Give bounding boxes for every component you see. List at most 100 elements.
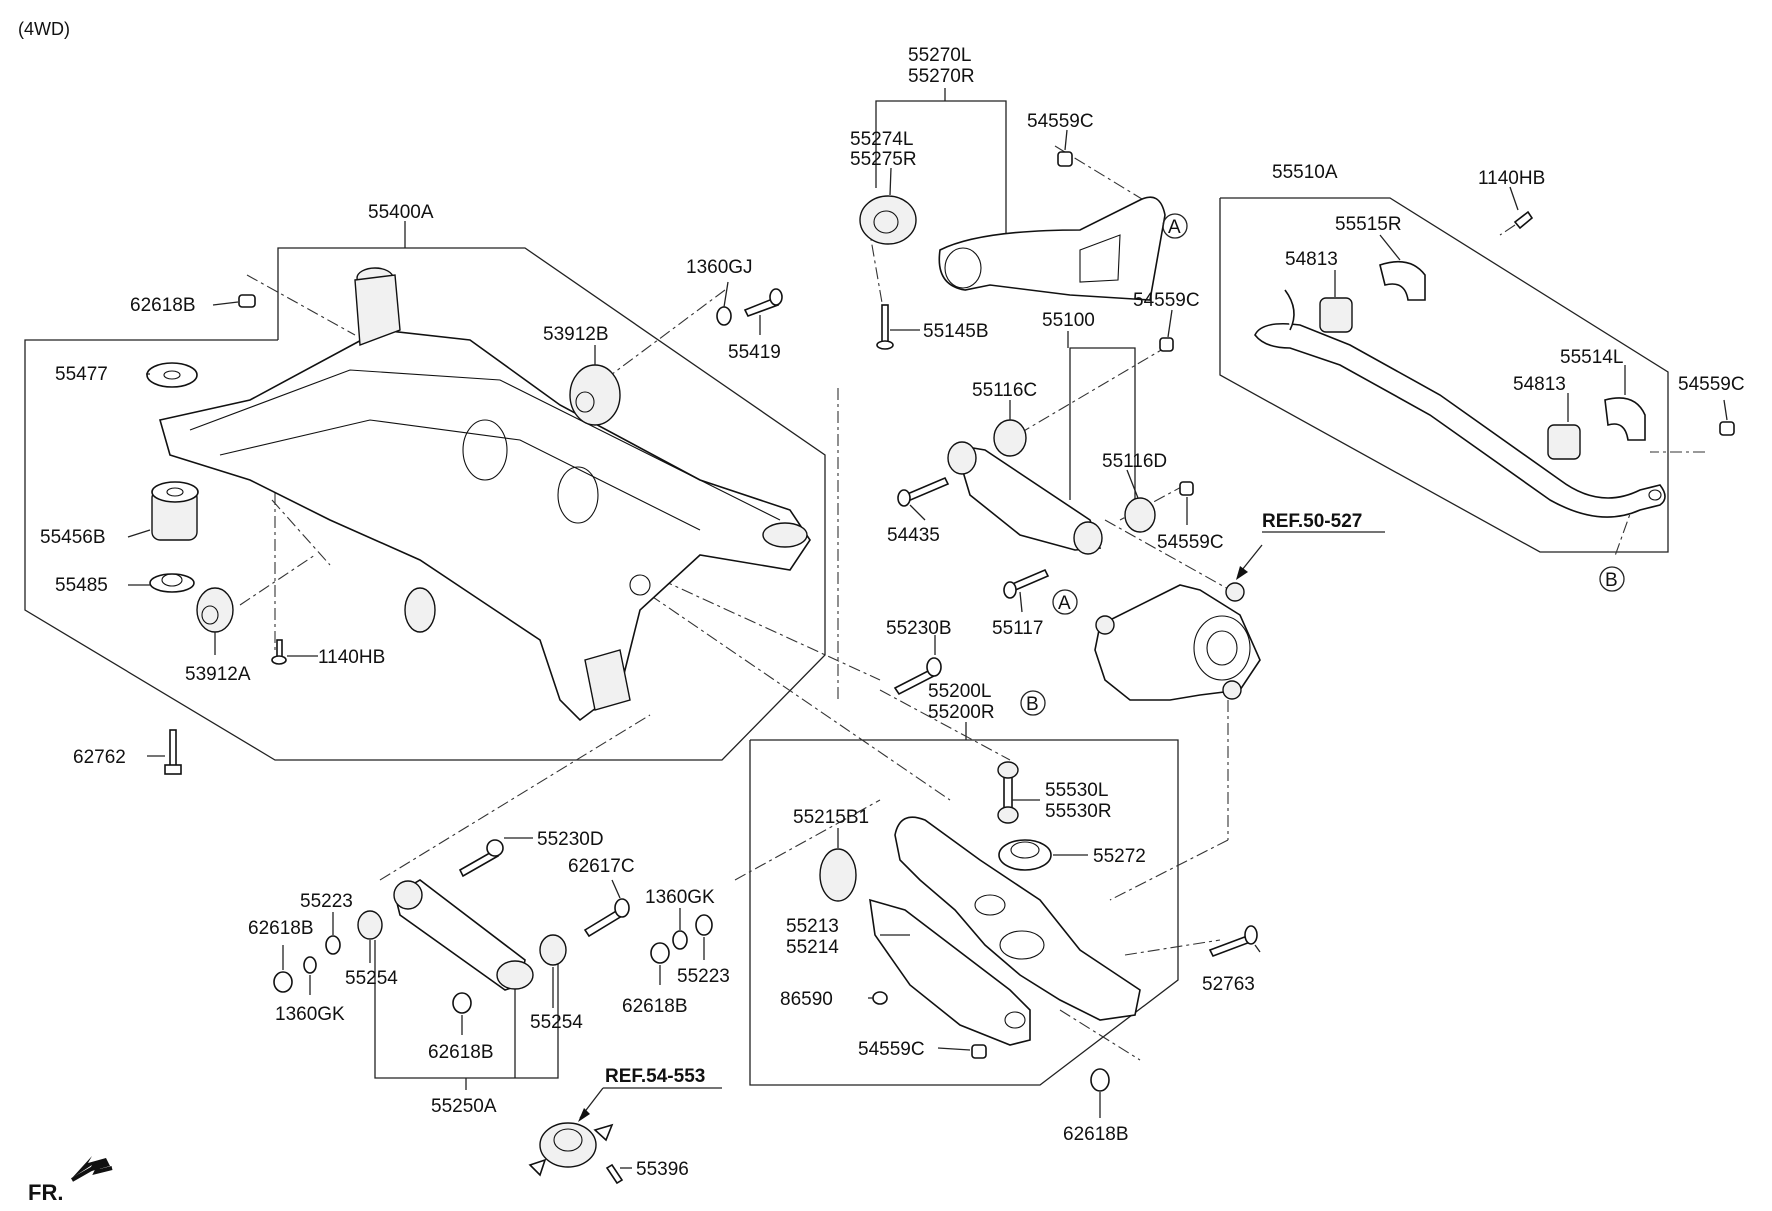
- bolt-55117[interactable]: [1003, 568, 1050, 599]
- bushing-53912a[interactable]: [196, 587, 234, 633]
- washer-55223-b[interactable]: [695, 914, 713, 936]
- spring-seat-55272[interactable]: [998, 839, 1052, 871]
- label-52763: 52763: [1202, 974, 1255, 995]
- label-62618b-mid: 62618B: [428, 1042, 494, 1063]
- assist-arm-55250a[interactable]: [393, 879, 534, 991]
- label-54559c-right: 54559C: [1678, 374, 1745, 395]
- lower-arm-group-frame: [749, 739, 1179, 1086]
- nut-62618b-left[interactable]: [273, 971, 293, 993]
- label-55270l: 55270L: [908, 45, 971, 66]
- bushing-55116c[interactable]: [993, 419, 1027, 457]
- callout-b-upper: B: [1020, 690, 1046, 716]
- bolt-62617c[interactable]: [583, 898, 630, 938]
- label-55400a: 55400A: [368, 202, 434, 223]
- nut-54559c-top[interactable]: [1057, 151, 1073, 167]
- label-55223-b: 55223: [677, 966, 730, 987]
- nut-62618b-bottom[interactable]: [1090, 1068, 1110, 1092]
- label-54435: 54435: [887, 525, 940, 546]
- nut-62618b-lower[interactable]: [650, 942, 670, 964]
- nut-54559c-low[interactable]: [971, 1044, 987, 1059]
- bolt-55396[interactable]: [605, 1163, 624, 1185]
- drive-variant-label: (4WD): [18, 19, 70, 39]
- label-54559c-top: 54559C: [1027, 111, 1094, 132]
- trailing-arm-55270[interactable]: [938, 196, 1166, 301]
- bushing-ref-arrowhead: [578, 1108, 590, 1122]
- bolt-52763[interactable]: [1208, 925, 1258, 958]
- bushing-54813-a[interactable]: [1319, 297, 1353, 333]
- knuckle-ref-arrowhead: [1236, 566, 1248, 580]
- nut-1360gj[interactable]: [716, 306, 732, 326]
- clip-86590[interactable]: [872, 991, 888, 1005]
- bolt-54435[interactable]: [897, 476, 950, 507]
- bolt-55419[interactable]: [743, 288, 783, 317]
- bushing-55254-a[interactable]: [357, 910, 383, 940]
- label-55274l: 55274L: [850, 129, 913, 150]
- label-54559c-mid2: 54559C: [1157, 532, 1224, 553]
- bracket-55514l[interactable]: [1604, 397, 1646, 441]
- bushing-55456b[interactable]: [151, 481, 199, 541]
- label-53912b: 53912B: [543, 324, 609, 345]
- bushing-55274[interactable]: [859, 195, 917, 245]
- bushing-54813-b[interactable]: [1547, 424, 1581, 460]
- label-1140hb-top: 1140HB: [1478, 168, 1545, 189]
- bolt-55230d[interactable]: [458, 839, 504, 878]
- washer-55223-a[interactable]: [325, 935, 341, 955]
- bracket-55515r[interactable]: [1379, 260, 1426, 301]
- bolt-1140hb-top[interactable]: [1513, 210, 1534, 230]
- upper-arm-55100[interactable]: [947, 441, 1103, 555]
- rear-crossmember[interactable]: [158, 267, 811, 722]
- leader-55100: [1069, 347, 1136, 520]
- front-label: FR.: [28, 1180, 63, 1205]
- svg-text:A: A: [1168, 217, 1181, 238]
- stopper-55485[interactable]: [149, 573, 195, 593]
- stabilizer-link-55530[interactable]: [997, 761, 1019, 824]
- label-55213: 55213: [786, 916, 839, 937]
- bushing-55215b1[interactable]: [819, 848, 857, 902]
- nut-62618b-top[interactable]: [238, 294, 256, 308]
- label-55272: 55272: [1093, 846, 1146, 867]
- nut-54559c-mid[interactable]: [1159, 337, 1174, 352]
- lower-arm-55200[interactable]: [894, 816, 1141, 1021]
- bushing-53912b[interactable]: [569, 364, 621, 426]
- label-55275r: 55275R: [850, 149, 917, 170]
- label-62618b-top: 62618B: [130, 295, 196, 316]
- bolt-55145b[interactable]: [876, 304, 894, 350]
- bushing-55254-b[interactable]: [539, 934, 567, 966]
- bolt-62762[interactable]: [164, 729, 182, 775]
- crossmember-group-frame: [24, 247, 826, 761]
- bolt-55230b[interactable]: [893, 657, 942, 696]
- washer-1360gk-b[interactable]: [303, 956, 317, 974]
- label-55214: 55214: [786, 937, 839, 958]
- label-55515r: 55515R: [1335, 214, 1402, 235]
- nut-62618b-mid[interactable]: [452, 992, 472, 1014]
- label-55477: 55477: [55, 364, 108, 385]
- label-55419: 55419: [728, 342, 781, 363]
- diff-mount-bushing[interactable]: [528, 1122, 614, 1177]
- lower-arm-cover-55213[interactable]: [869, 898, 1031, 1046]
- label-55530r: 55530R: [1045, 801, 1112, 822]
- label-54559c-low: 54559C: [858, 1039, 925, 1060]
- stabilizer-bar[interactable]: [1254, 289, 1666, 518]
- label-55396: 55396: [636, 1159, 689, 1180]
- bushing-55116d[interactable]: [1124, 497, 1156, 533]
- label-53912a: 53912A: [185, 664, 251, 685]
- rear-knuckle[interactable]: [1094, 582, 1261, 701]
- label-55200l: 55200L: [928, 681, 991, 702]
- nut-54559c-mid2[interactable]: [1179, 481, 1194, 496]
- label-62618b-left: 62618B: [248, 918, 314, 939]
- callout-a-upper: A: [1162, 213, 1188, 239]
- label-62618b-lower: 62618B: [622, 996, 688, 1017]
- label-55230d: 55230D: [537, 829, 604, 850]
- bolt-1140hb-mid[interactable]: [271, 639, 287, 665]
- dashed-assembly-lines: [239, 145, 1705, 1061]
- nut-54559c-right[interactable]: [1719, 421, 1735, 436]
- washer-55477[interactable]: [146, 362, 198, 388]
- label-55215b1: 55215B1: [793, 807, 869, 828]
- part-labels: 55270L 55270R 54559C 55274L 55275R 55145…: [40, 45, 1745, 1180]
- nut-1360gk-a[interactable]: [672, 930, 688, 950]
- label-55530l: 55530L: [1045, 780, 1108, 801]
- svg-text:B: B: [1605, 570, 1618, 591]
- label-ref-50-527: REF.50-527: [1262, 511, 1362, 532]
- label-1140hb-mid: 1140HB: [318, 647, 385, 668]
